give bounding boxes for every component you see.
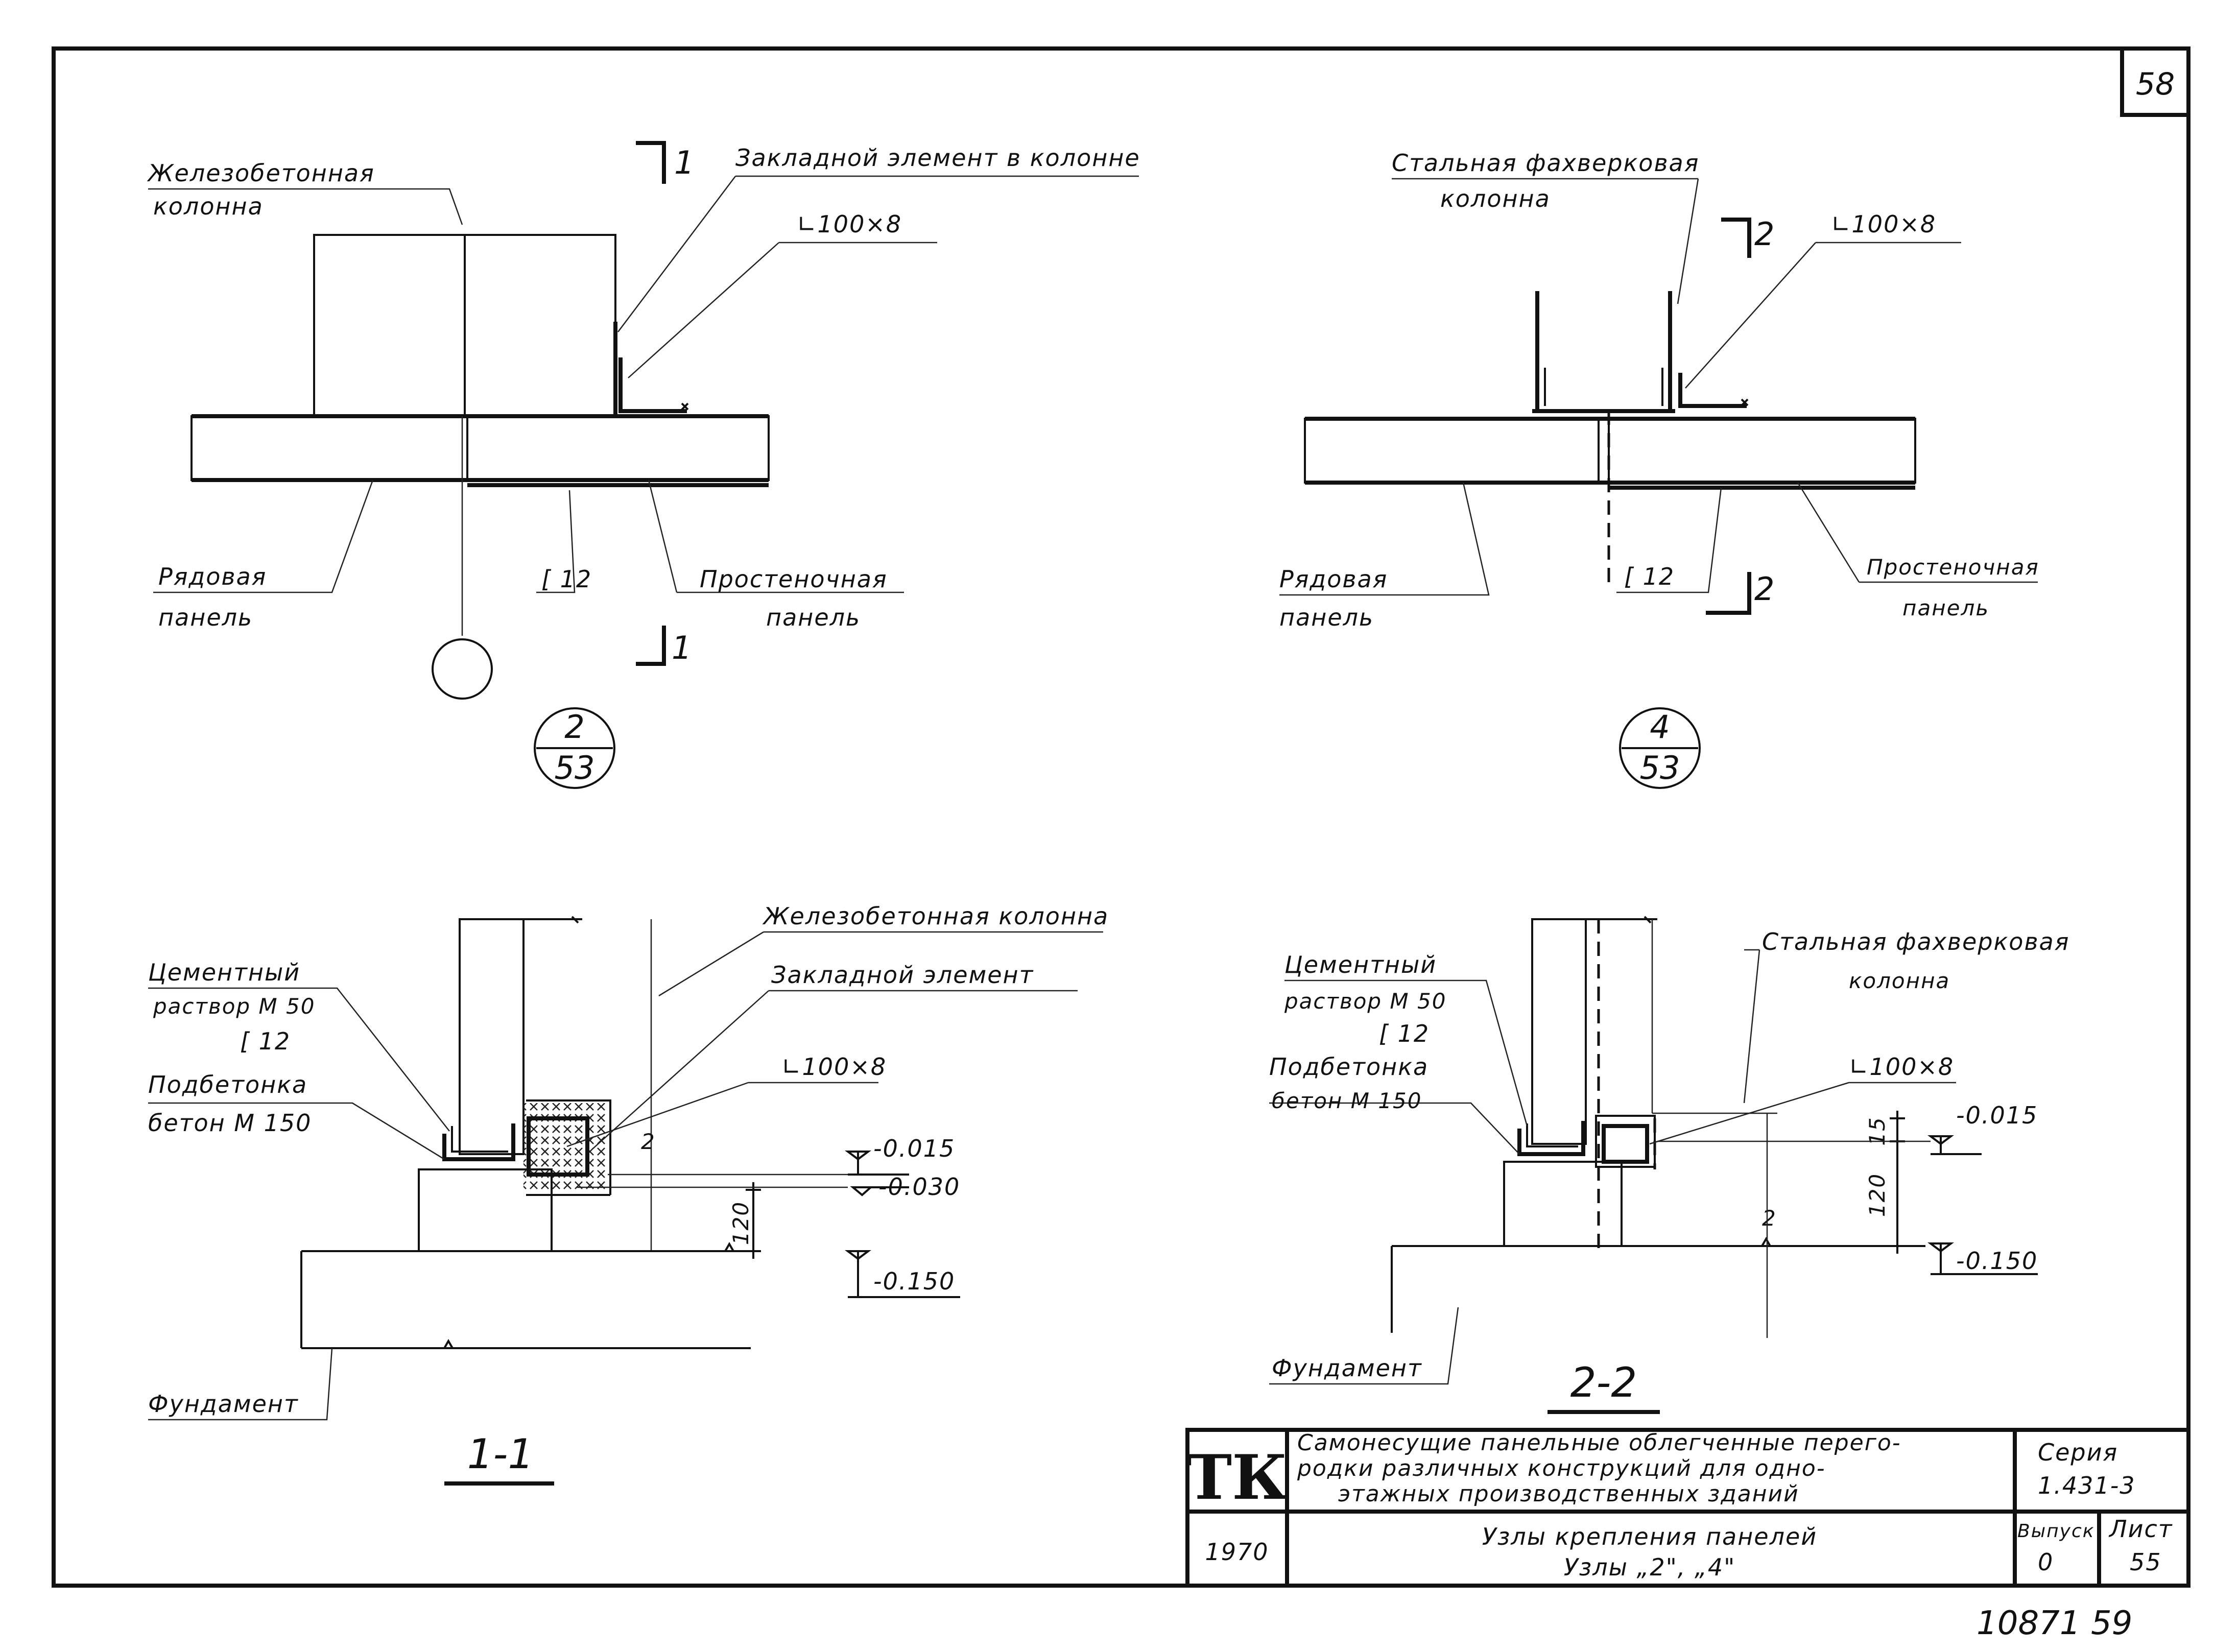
column-label: Железобетонная колонна [762, 902, 1109, 930]
year: 1970 [1205, 1538, 1269, 1566]
title-block: ТК 1970 Самонесущие панельные облегченны… [1185, 1428, 2191, 1588]
level-1: -0.015 [873, 1135, 955, 1162]
angle-label: ∟100×8 [781, 1053, 887, 1081]
column-wall [459, 918, 525, 1155]
section-2-2: 15 120 2 -0.015 -0.150 Цементный раствор… [1269, 916, 2069, 1414]
angle-label: ∟100×8 [1831, 210, 1936, 238]
issue-label: Выпуск [2017, 1521, 2095, 1542]
section-title: 1-1 [467, 1430, 534, 1478]
sheet-number-box [2120, 46, 2191, 117]
callout-bubble [432, 638, 493, 700]
sheet-value: 55 [2130, 1548, 2162, 1576]
series-label: Серия [2038, 1439, 2118, 1466]
concrete-label-2: бетон М 150 [1272, 1088, 1422, 1113]
dim-2: 2 [641, 1129, 656, 1154]
ref-top: 2 [564, 708, 584, 746]
column-wall [1531, 918, 1587, 1145]
row-panel [1304, 418, 1600, 484]
channel-label: [ 12 [1624, 563, 1675, 590]
row-panel-label-2: панель [158, 604, 253, 631]
channel-12 [442, 1123, 515, 1161]
archive-number: 10871 59 [1977, 1605, 2132, 1642]
ref-bottom: 53 [555, 749, 595, 786]
ref-circle-4-53 [1619, 707, 1701, 789]
dim-120: 120 [728, 1201, 753, 1245]
angle-100x8 [618, 357, 687, 413]
cut-top-label: 1 [674, 144, 694, 181]
sheet-title-1: Узлы крепления панелей [1482, 1523, 1817, 1550]
column-label-1: Стальная фахверковая [1762, 928, 2069, 955]
logo: ТК [1186, 1442, 1288, 1514]
cement-label-1: Цементный [148, 959, 300, 986]
ref-circle-2-53 [534, 707, 615, 789]
level-1: -0.015 [1956, 1102, 2038, 1129]
foundation [1391, 1245, 1925, 1333]
channel-label: [ 12 [240, 1027, 291, 1055]
level-2: -0.150 [1956, 1247, 2038, 1275]
row-panel-label-1: Рядовая [1279, 565, 1388, 593]
channel-12 [1517, 1121, 1585, 1156]
cut-bottom-label: 2 [1754, 570, 1774, 608]
sheet-label: Лист [2108, 1515, 2173, 1543]
cement-label-1: Цементный [1284, 951, 1437, 978]
issue-value: 0 [2038, 1548, 2054, 1576]
description-2: родки различных конструкций для одно- [1297, 1455, 1826, 1481]
embedded-label: Закладной элемент [771, 961, 1034, 989]
ref-top: 4 [1650, 708, 1670, 746]
detail-4-plan: 2 2 Стальная фахверковая колонна ∟100×8 … [1279, 149, 2039, 789]
angle-label: ∟100×8 [797, 210, 902, 238]
embedded-label: Закладной элемент в колонне [735, 144, 1140, 172]
ref-bottom: 53 [1640, 749, 1680, 786]
row-panel-label-1: Рядовая [158, 563, 267, 590]
angle-100x8 [1678, 373, 1747, 408]
foundation [300, 1250, 751, 1349]
concrete-pad [1503, 1161, 1623, 1247]
pier-panel-label-2: панель [766, 604, 861, 631]
sheet-frame [52, 46, 2191, 1588]
section-1-1: 120 2 -0.015 -0.030 -0.150 Цементный рас… [148, 902, 1109, 1486]
description-3: этажных производственных зданий [1338, 1481, 1799, 1507]
pier-panel-label-1: Простеночная [700, 565, 888, 593]
description-1: Самонесущие панельные облегченные перего… [1297, 1430, 1901, 1456]
angle-box [527, 1116, 589, 1177]
channel-label: [ 12 [1379, 1020, 1430, 1047]
column-label-2: колонна [1440, 185, 1551, 212]
concrete-label-1: Подбетонка [1269, 1053, 1428, 1081]
cut-top-label: 2 [1754, 216, 1774, 253]
pier-panel [1608, 418, 1916, 484]
column-label-2: колонна [1849, 968, 1950, 993]
column-label-1: Стальная фахверковая [1392, 149, 1699, 177]
pier-panel [466, 415, 770, 481]
angle-label: ∟100×8 [1849, 1053, 1954, 1081]
series-value: 1.431-3 [2038, 1472, 2136, 1499]
dim-2: 2 [1762, 1206, 1777, 1231]
concrete-label-2: бетон М 150 [148, 1109, 312, 1137]
cement-label-2: раствор М 50 [153, 994, 315, 1019]
pier-panel-label-1: Простеночная [1867, 555, 2039, 580]
pier-panel-label-2: панель [1902, 595, 1989, 620]
level-3: -0.150 [873, 1267, 955, 1295]
dim-120: 120 [1865, 1173, 1890, 1217]
steel-column [1535, 291, 1672, 411]
cut-bottom-label: 1 [672, 629, 692, 666]
sheet-title-2: Узлы „2", „4" [1564, 1553, 1736, 1581]
level-2: -0.030 [878, 1173, 960, 1201]
foundation-label: Фундамент [148, 1390, 299, 1418]
detail-2-plan: 1 1 Железобетонная колонна Закладной эле… [147, 141, 1140, 789]
row-panel-label-2: панель [1279, 604, 1374, 631]
row-panel [191, 415, 468, 481]
sheet-number: 58 [2136, 66, 2175, 102]
section-title: 2-2 [1570, 1359, 1637, 1406]
column-label-2: колонна [153, 193, 264, 220]
column-label-1: Железобетонная [147, 159, 375, 187]
concrete-label-1: Подбетонка [148, 1071, 307, 1098]
channel-label: [ 12 [541, 565, 592, 593]
cement-label-2: раствор М 50 [1284, 989, 1446, 1014]
foundation-label: Фундамент [1272, 1354, 1422, 1382]
